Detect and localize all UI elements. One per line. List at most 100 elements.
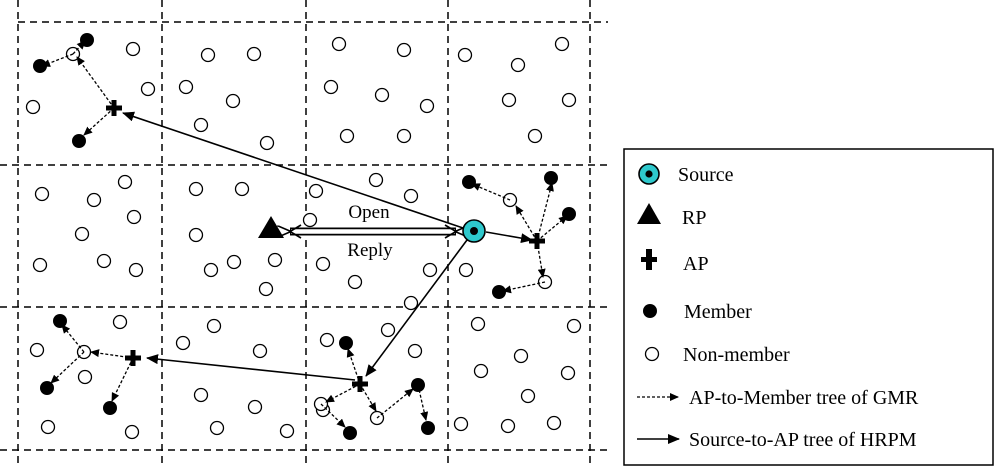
non-member-node — [125, 41, 141, 57]
non-member-node — [40, 419, 56, 435]
non-member-node — [259, 135, 275, 151]
legend-box — [623, 148, 994, 466]
ap-nodes — [106, 100, 545, 392]
non-member-node — [554, 36, 570, 52]
member-node — [33, 59, 47, 73]
non-member-node — [86, 192, 102, 208]
non-member-node — [315, 256, 331, 272]
source-icon — [462, 219, 486, 243]
non-member-node — [96, 253, 112, 269]
non-member-node — [117, 174, 133, 190]
non-member-node — [546, 415, 562, 431]
hrpm-edge — [122, 111, 467, 230]
non-member-node — [457, 47, 473, 63]
member-node — [544, 171, 558, 185]
legend-plus-icon — [641, 249, 657, 270]
legend-triangle-icon — [637, 203, 661, 224]
reply-label: Reply — [347, 240, 393, 261]
non-member-node — [74, 226, 90, 242]
non-member-node — [178, 79, 194, 95]
legend-member-label: Member — [684, 301, 752, 323]
gmr-edge — [536, 215, 568, 242]
gmr-edge — [515, 205, 538, 242]
non-member-node — [380, 322, 396, 338]
non-member-node — [339, 128, 355, 144]
non-member-node — [29, 342, 45, 358]
non-member-node — [473, 363, 489, 379]
non-member-node — [510, 57, 526, 73]
hrpm-tree-edges — [122, 111, 533, 381]
non-member-node — [302, 212, 318, 228]
non-member-node — [175, 335, 191, 351]
legend-source-label: Source — [678, 164, 734, 186]
non-member-node — [188, 227, 204, 243]
non-member-node — [500, 418, 516, 434]
non-member-node — [396, 128, 412, 144]
non-member-node — [566, 318, 582, 334]
ap-plus-icon — [529, 233, 545, 249]
non-member-node — [561, 92, 577, 108]
member-node — [80, 33, 94, 47]
non-member-node — [560, 365, 576, 381]
member-node — [411, 378, 425, 392]
non-member-node — [193, 117, 209, 133]
legend-filled-circle-icon — [643, 304, 657, 318]
legend-ap-label: AP — [683, 253, 709, 275]
non-member-node — [200, 47, 216, 63]
non-member-node — [203, 262, 219, 278]
non-member-node — [308, 183, 324, 199]
member-node — [562, 207, 576, 221]
non-member-node — [458, 262, 474, 278]
non-member-node — [32, 257, 48, 273]
non-member-node — [112, 314, 128, 330]
non-member-node — [77, 369, 93, 385]
legend-hollow-circle-icon — [644, 346, 660, 362]
member-nodes — [33, 33, 576, 440]
gmr-edge — [471, 183, 511, 201]
legend: Source RP AP Member Non-member AP-to-Mem… — [623, 148, 994, 466]
member-node — [40, 381, 54, 395]
non-member-node — [520, 388, 536, 404]
gmr-edge — [76, 56, 115, 109]
member-node — [53, 314, 67, 328]
non-member-node — [396, 42, 412, 58]
member-node — [72, 134, 86, 148]
hrpm-edge — [485, 231, 533, 244]
non-member-node — [470, 316, 486, 332]
non-member-node — [347, 274, 363, 290]
non-member-node — [247, 399, 263, 415]
non-member-node — [422, 262, 438, 278]
gmr-edge — [41, 53, 74, 67]
member-node — [343, 426, 357, 440]
gmr-tree-edges — [41, 40, 568, 428]
hrpm-edge — [365, 239, 468, 377]
open-reply-arrow: Open Reply — [290, 202, 456, 261]
legend-gmr-label: AP-to-Member tree of GMR — [689, 387, 919, 409]
open-label: Open — [348, 202, 390, 223]
legend-hrpm-label: Source-to-AP tree of HRPM — [689, 429, 917, 451]
ap-plus-icon — [106, 100, 122, 116]
non-member-node — [374, 87, 390, 103]
legend-non-member-label: Non-member — [683, 344, 790, 366]
non-member-node — [527, 128, 543, 144]
non-member-node — [319, 332, 335, 348]
legend-rp-label: RP — [682, 207, 706, 229]
non-member-node — [128, 262, 144, 278]
non-member-node — [140, 81, 156, 97]
hrpm-edge — [146, 354, 356, 381]
member-node — [462, 175, 476, 189]
non-member-node — [403, 295, 419, 311]
non-member-node — [403, 188, 419, 204]
non-member-node — [501, 92, 517, 108]
non-member-node — [407, 343, 423, 359]
gmr-edge — [111, 357, 134, 402]
member-node — [492, 285, 506, 299]
gmr-edge — [502, 281, 546, 294]
non-member-node — [124, 424, 140, 440]
non-member-node — [193, 387, 209, 403]
ap-plus-icon — [352, 376, 368, 392]
non-member-node — [188, 181, 204, 197]
gmr-edge — [536, 182, 554, 242]
non-member-nodes — [25, 36, 582, 440]
